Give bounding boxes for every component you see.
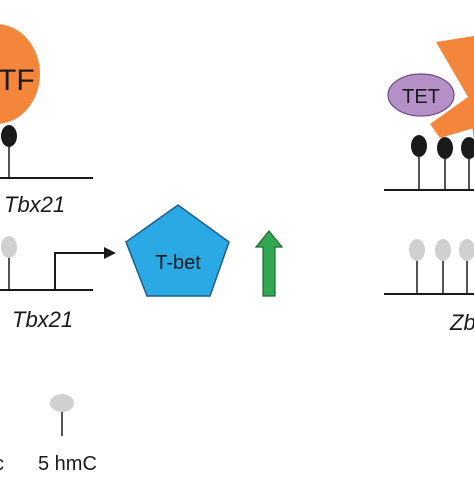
legend-gray-lollipop-icon (50, 394, 74, 436)
legend-left-partial-label: c (0, 453, 4, 474)
methylated-cpg-right-1 (411, 135, 427, 190)
hydroxymethyl-cpg-right-2 (435, 239, 451, 294)
methylated-cpg-right-3 (461, 137, 474, 190)
hydroxymethyl-cpg-right-1 (409, 239, 425, 294)
tf-label: TF (0, 64, 35, 97)
legend-5hmc-label: 5 hmC (38, 453, 97, 474)
methylated-cpg-left (1, 125, 17, 178)
transcription-start-arrow-icon (54, 247, 116, 290)
hydroxymethyl-cpg-left (1, 236, 17, 290)
tf-blob (0, 24, 40, 124)
tet-label: TET (402, 86, 440, 108)
gene-label-zb-partial: Zb (449, 310, 474, 335)
gene-label-tbx21-bottom: Tbx21 (12, 307, 73, 332)
tet-enzyme (387, 73, 455, 117)
orange-complex-right (430, 36, 474, 140)
hydroxymethyl-cpg-right-3 (459, 239, 474, 294)
tbet-pentagon (125, 204, 230, 297)
gene-label-tbx21-top: Tbx21 (4, 192, 65, 217)
methylated-cpg-right-2 (437, 137, 453, 190)
tbet-label: T-bet (155, 252, 201, 274)
up-arrow-icon (254, 230, 284, 297)
